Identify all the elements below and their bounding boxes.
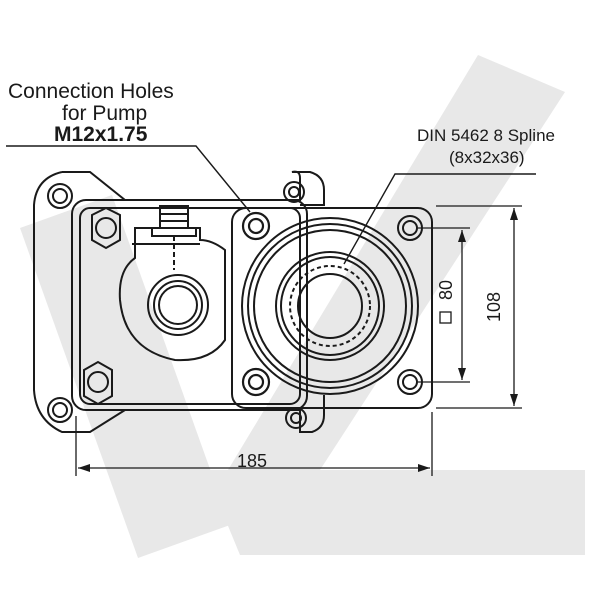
square-symbol-icon [439, 311, 452, 324]
connection-holes-leader [6, 145, 251, 213]
dimension-height-label: 108 [484, 291, 504, 322]
left-flange-outline [33, 170, 325, 433]
left-ear-top-hole [47, 183, 73, 209]
spline-shaft [297, 273, 363, 339]
right-ear-bottom-hole [285, 407, 307, 429]
connection-holes-label: Connection Holes [8, 80, 174, 103]
dimensions [75, 205, 522, 476]
valve-fitting [159, 205, 189, 229]
bolt-hole-tl [241, 211, 271, 241]
dimension-width-label: 185 [237, 451, 268, 471]
thread-spec-label: M12x1.75 [54, 123, 148, 146]
arrowheads [78, 208, 518, 472]
pump-housing [33, 170, 433, 433]
bolt-hole-bl [241, 367, 271, 397]
spline-hub-outer [275, 251, 385, 361]
valve-port [153, 280, 203, 330]
hex-bolt-top [91, 206, 121, 250]
right-ear-top-hole [283, 181, 305, 203]
leaders [6, 145, 536, 265]
main-body-inner [79, 207, 301, 405]
hex-bolt-bottom [83, 360, 113, 406]
valve-body [118, 227, 226, 362]
spline-standard-label: DIN 5462 8 Spline [417, 126, 555, 145]
dimension-square-label: 80 [436, 279, 456, 300]
spline-size-label: (8x32x36) [449, 148, 525, 167]
bearing-outer-ring [241, 217, 419, 395]
square-flange [231, 207, 433, 409]
valve-port-outer [147, 274, 209, 336]
spline-leader [343, 173, 536, 265]
for-pump-label: for Pump [62, 102, 148, 125]
left-ear-bottom-hole [47, 397, 73, 423]
main-body-left [71, 199, 308, 411]
spline-ring [289, 265, 371, 347]
